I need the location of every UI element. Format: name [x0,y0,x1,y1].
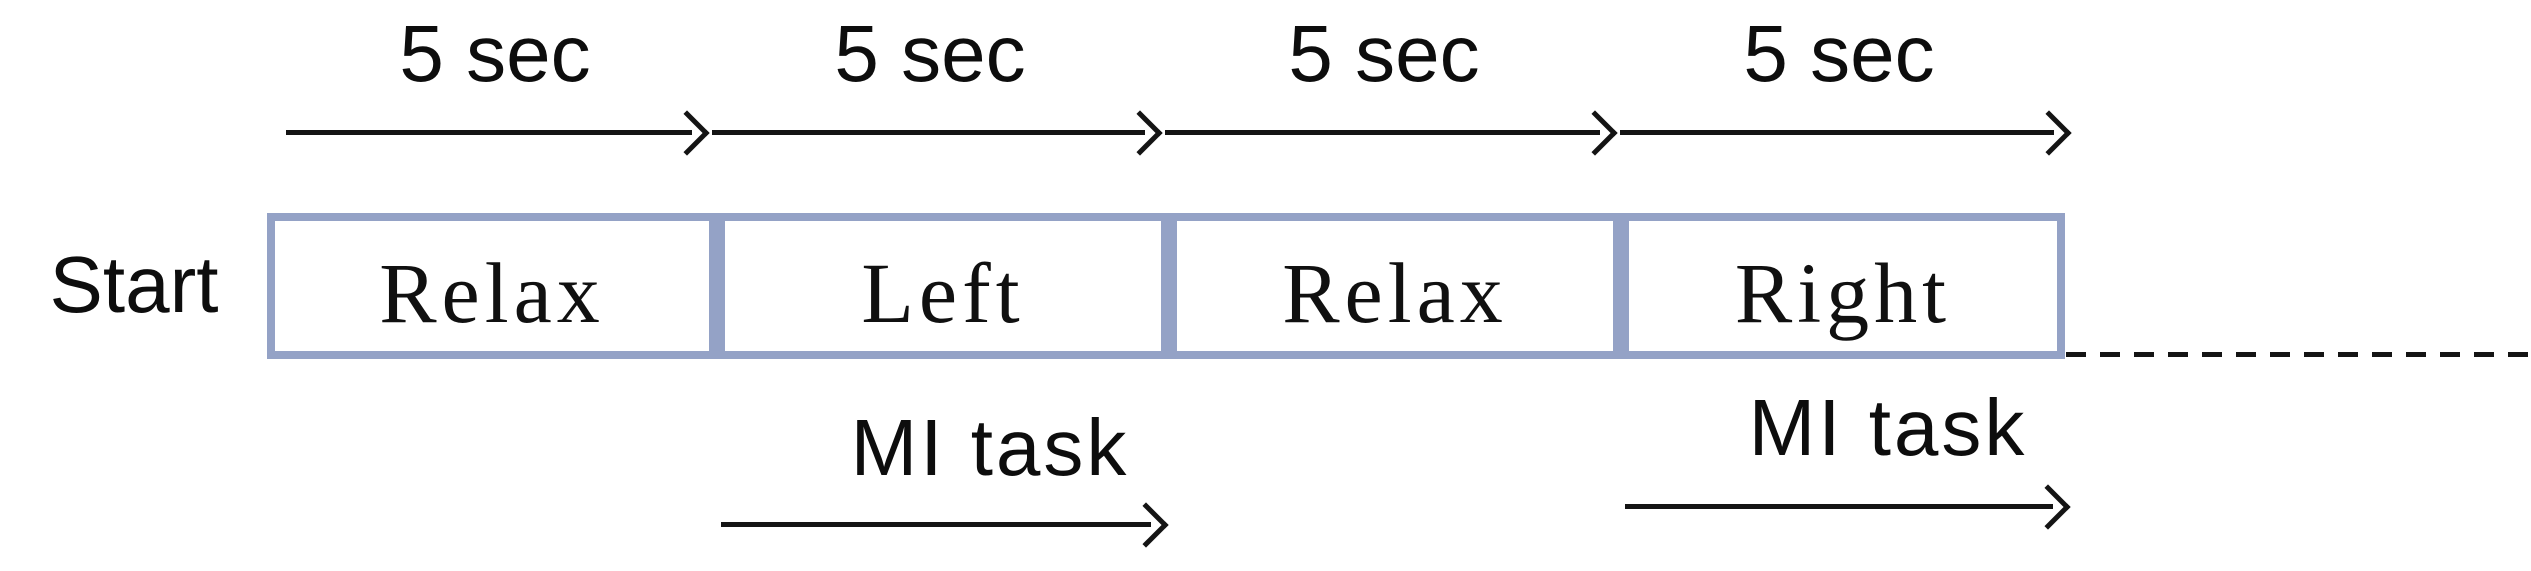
arrow-shaft [286,130,692,135]
sequence-box-relax-1: Relax [267,213,717,359]
arrow-shaft [721,522,1151,527]
arrow-shaft [712,130,1145,135]
start-label: Start [49,240,219,329]
arrow-shaft [1625,504,2053,509]
arrowhead-icon [2025,484,2071,530]
sequence-box-left: Left [717,213,1169,359]
arrowhead-icon [1572,110,1618,156]
timeline-arrow-2 [712,110,1163,156]
duration-label-3: 5 sec [1288,9,1480,98]
duration-label-1: 5 sec [399,9,591,98]
timeline-arrow-3 [1165,110,1618,156]
duration-label-4: 5 sec [1743,9,1935,98]
sequence-box-relax-2: Relax [1169,213,1621,359]
arrow-shaft [1165,130,1600,135]
timeline-arrow-1 [286,110,710,156]
mi-task-label-right: MI task [1748,383,2028,472]
mi-task-label-left: MI task [850,403,1130,492]
duration-label-2: 5 sec [834,9,1026,98]
mi-task-arrow-right [1625,484,2071,530]
box-label: Left [861,245,1025,341]
timeline-arrow-4 [1620,110,2072,156]
arrowhead-icon [2026,110,2072,156]
box-label: Relax [1282,245,1508,341]
box-label: Relax [379,245,605,341]
dashed-continuation-line [2066,352,2531,357]
sequence-box-right: Right [1621,213,2065,359]
arrowhead-icon [1123,502,1169,548]
sequence-box-row: Relax Left Relax Right [267,213,2065,359]
arrow-shaft [1620,130,2054,135]
arrowhead-icon [1117,110,1163,156]
mi-task-arrow-left [721,502,1169,548]
arrowhead-icon [664,110,710,156]
box-label: Right [1734,245,1952,341]
